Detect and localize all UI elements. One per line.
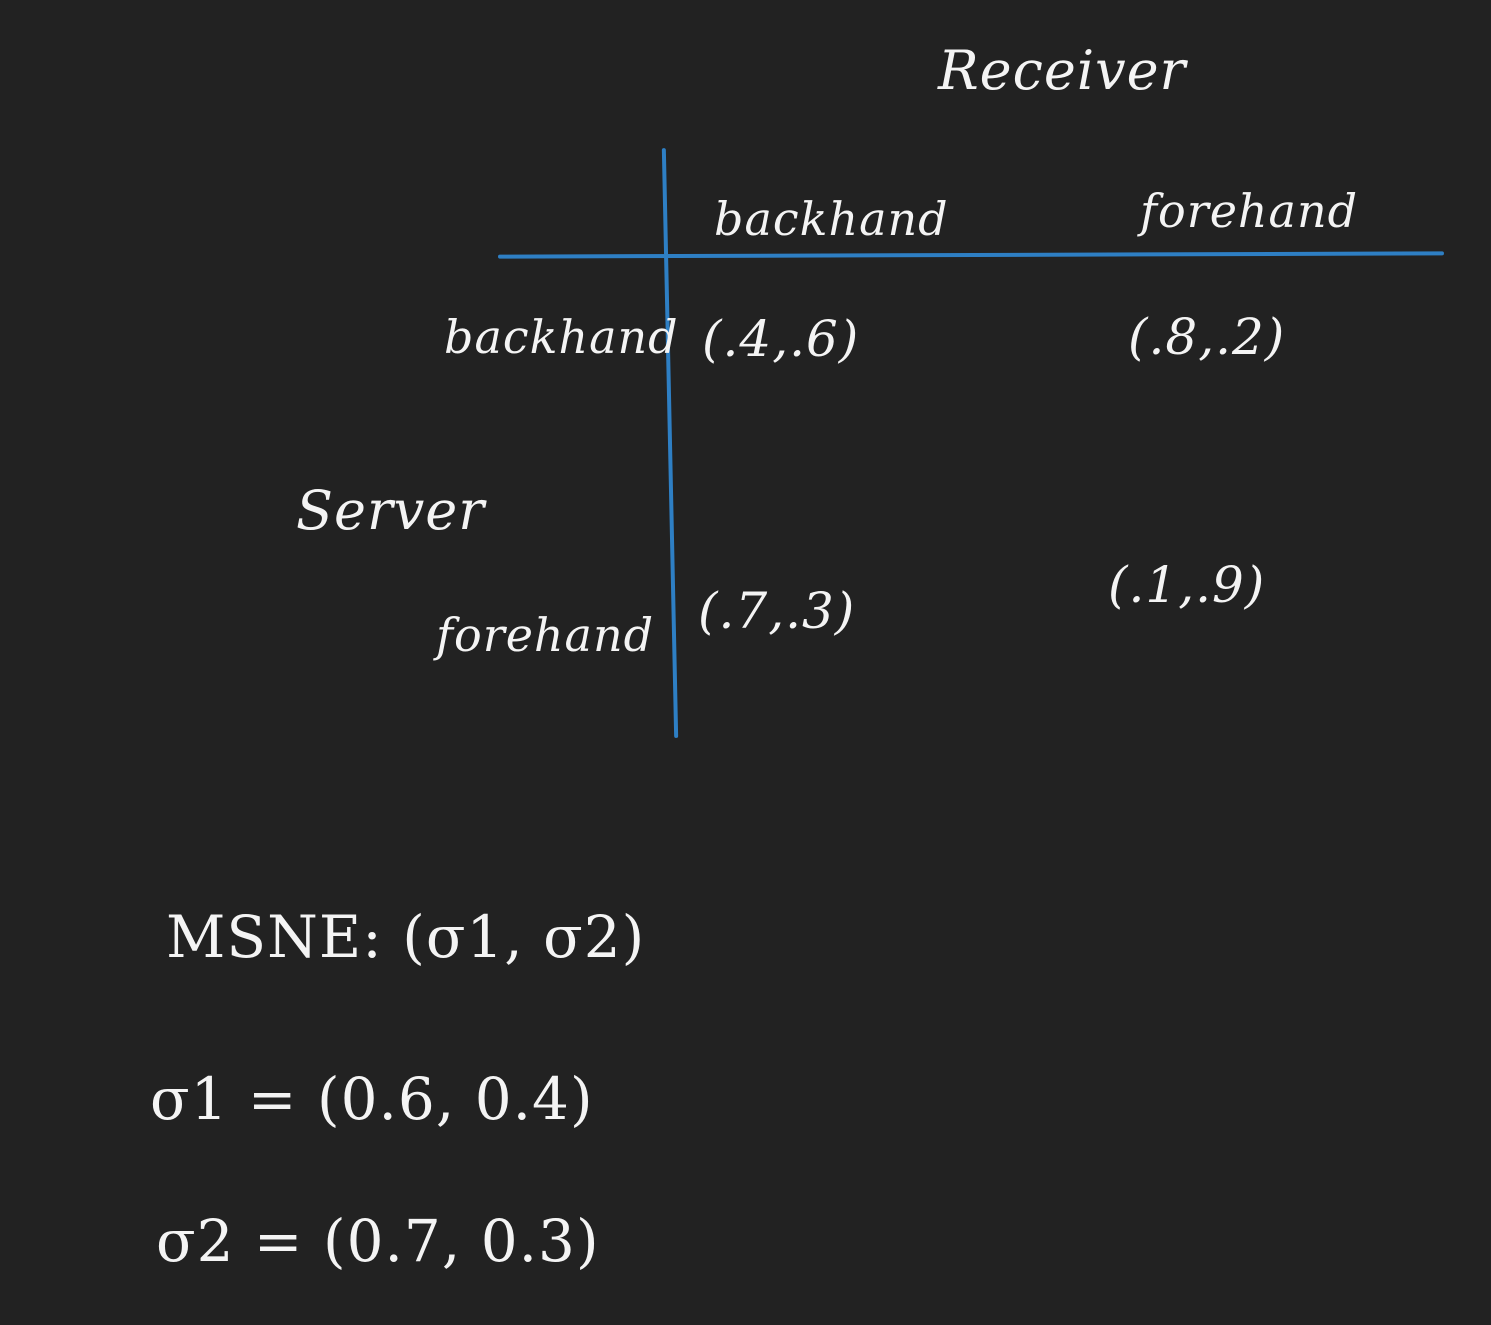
column-header-backhand: backhand	[714, 192, 949, 246]
payoff-cell-bf: (.8,.2)	[1128, 308, 1286, 366]
row-header-forehand: forehand	[436, 608, 655, 662]
table-horizontal-line	[497, 251, 1445, 259]
sigma2-strategy: σ2 = (0.7, 0.3)	[156, 1207, 600, 1275]
payoff-cell-fb: (.7,.3)	[698, 582, 856, 640]
column-player-label: Receiver	[938, 39, 1187, 102]
row-header-backhand: backhand	[444, 310, 679, 364]
row-player-label: Server	[296, 479, 486, 542]
column-header-forehand: forehand	[1140, 184, 1359, 238]
table-vertical-line	[661, 148, 679, 738]
payoff-cell-ff: (.1,.9)	[1108, 556, 1266, 614]
msne-definition: MSNE: (σ1, σ2)	[166, 903, 646, 971]
sigma1-strategy: σ1 = (0.6, 0.4)	[150, 1065, 594, 1133]
payoff-cell-bb: (.4,.6)	[702, 310, 860, 368]
